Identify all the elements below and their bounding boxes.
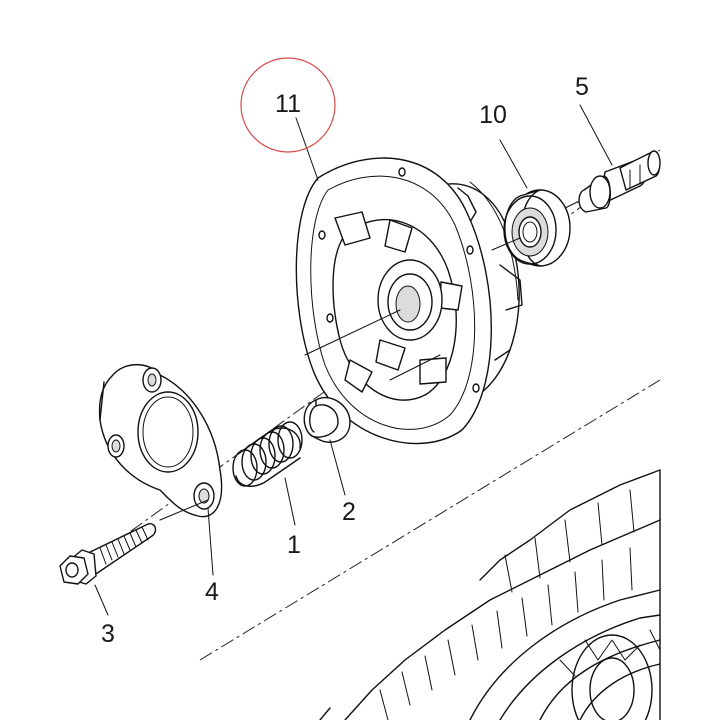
highlight-circle	[240, 57, 336, 153]
spring-plate-part-4	[98, 363, 223, 518]
callout-3: 3	[101, 620, 115, 648]
bolt-part-3	[59, 499, 209, 585]
callout-4: 4	[205, 578, 219, 606]
snap-ring-part-2	[303, 396, 351, 443]
callout-5: 5	[575, 73, 589, 101]
bearing-part-10	[491, 189, 591, 267]
callout-11: 11	[275, 90, 301, 118]
clutch-basket	[319, 469, 661, 720]
callout-10: 10	[479, 101, 507, 129]
spring-part-1	[232, 421, 303, 487]
pressure-plate-part-11	[295, 157, 523, 445]
callout-2: 2	[342, 498, 356, 526]
callout-labels: 1 2 3 4 5 10 11	[101, 73, 589, 648]
leader-lines	[94, 104, 613, 616]
callout-1: 1	[287, 531, 301, 559]
pushrod-part-5	[578, 150, 661, 213]
